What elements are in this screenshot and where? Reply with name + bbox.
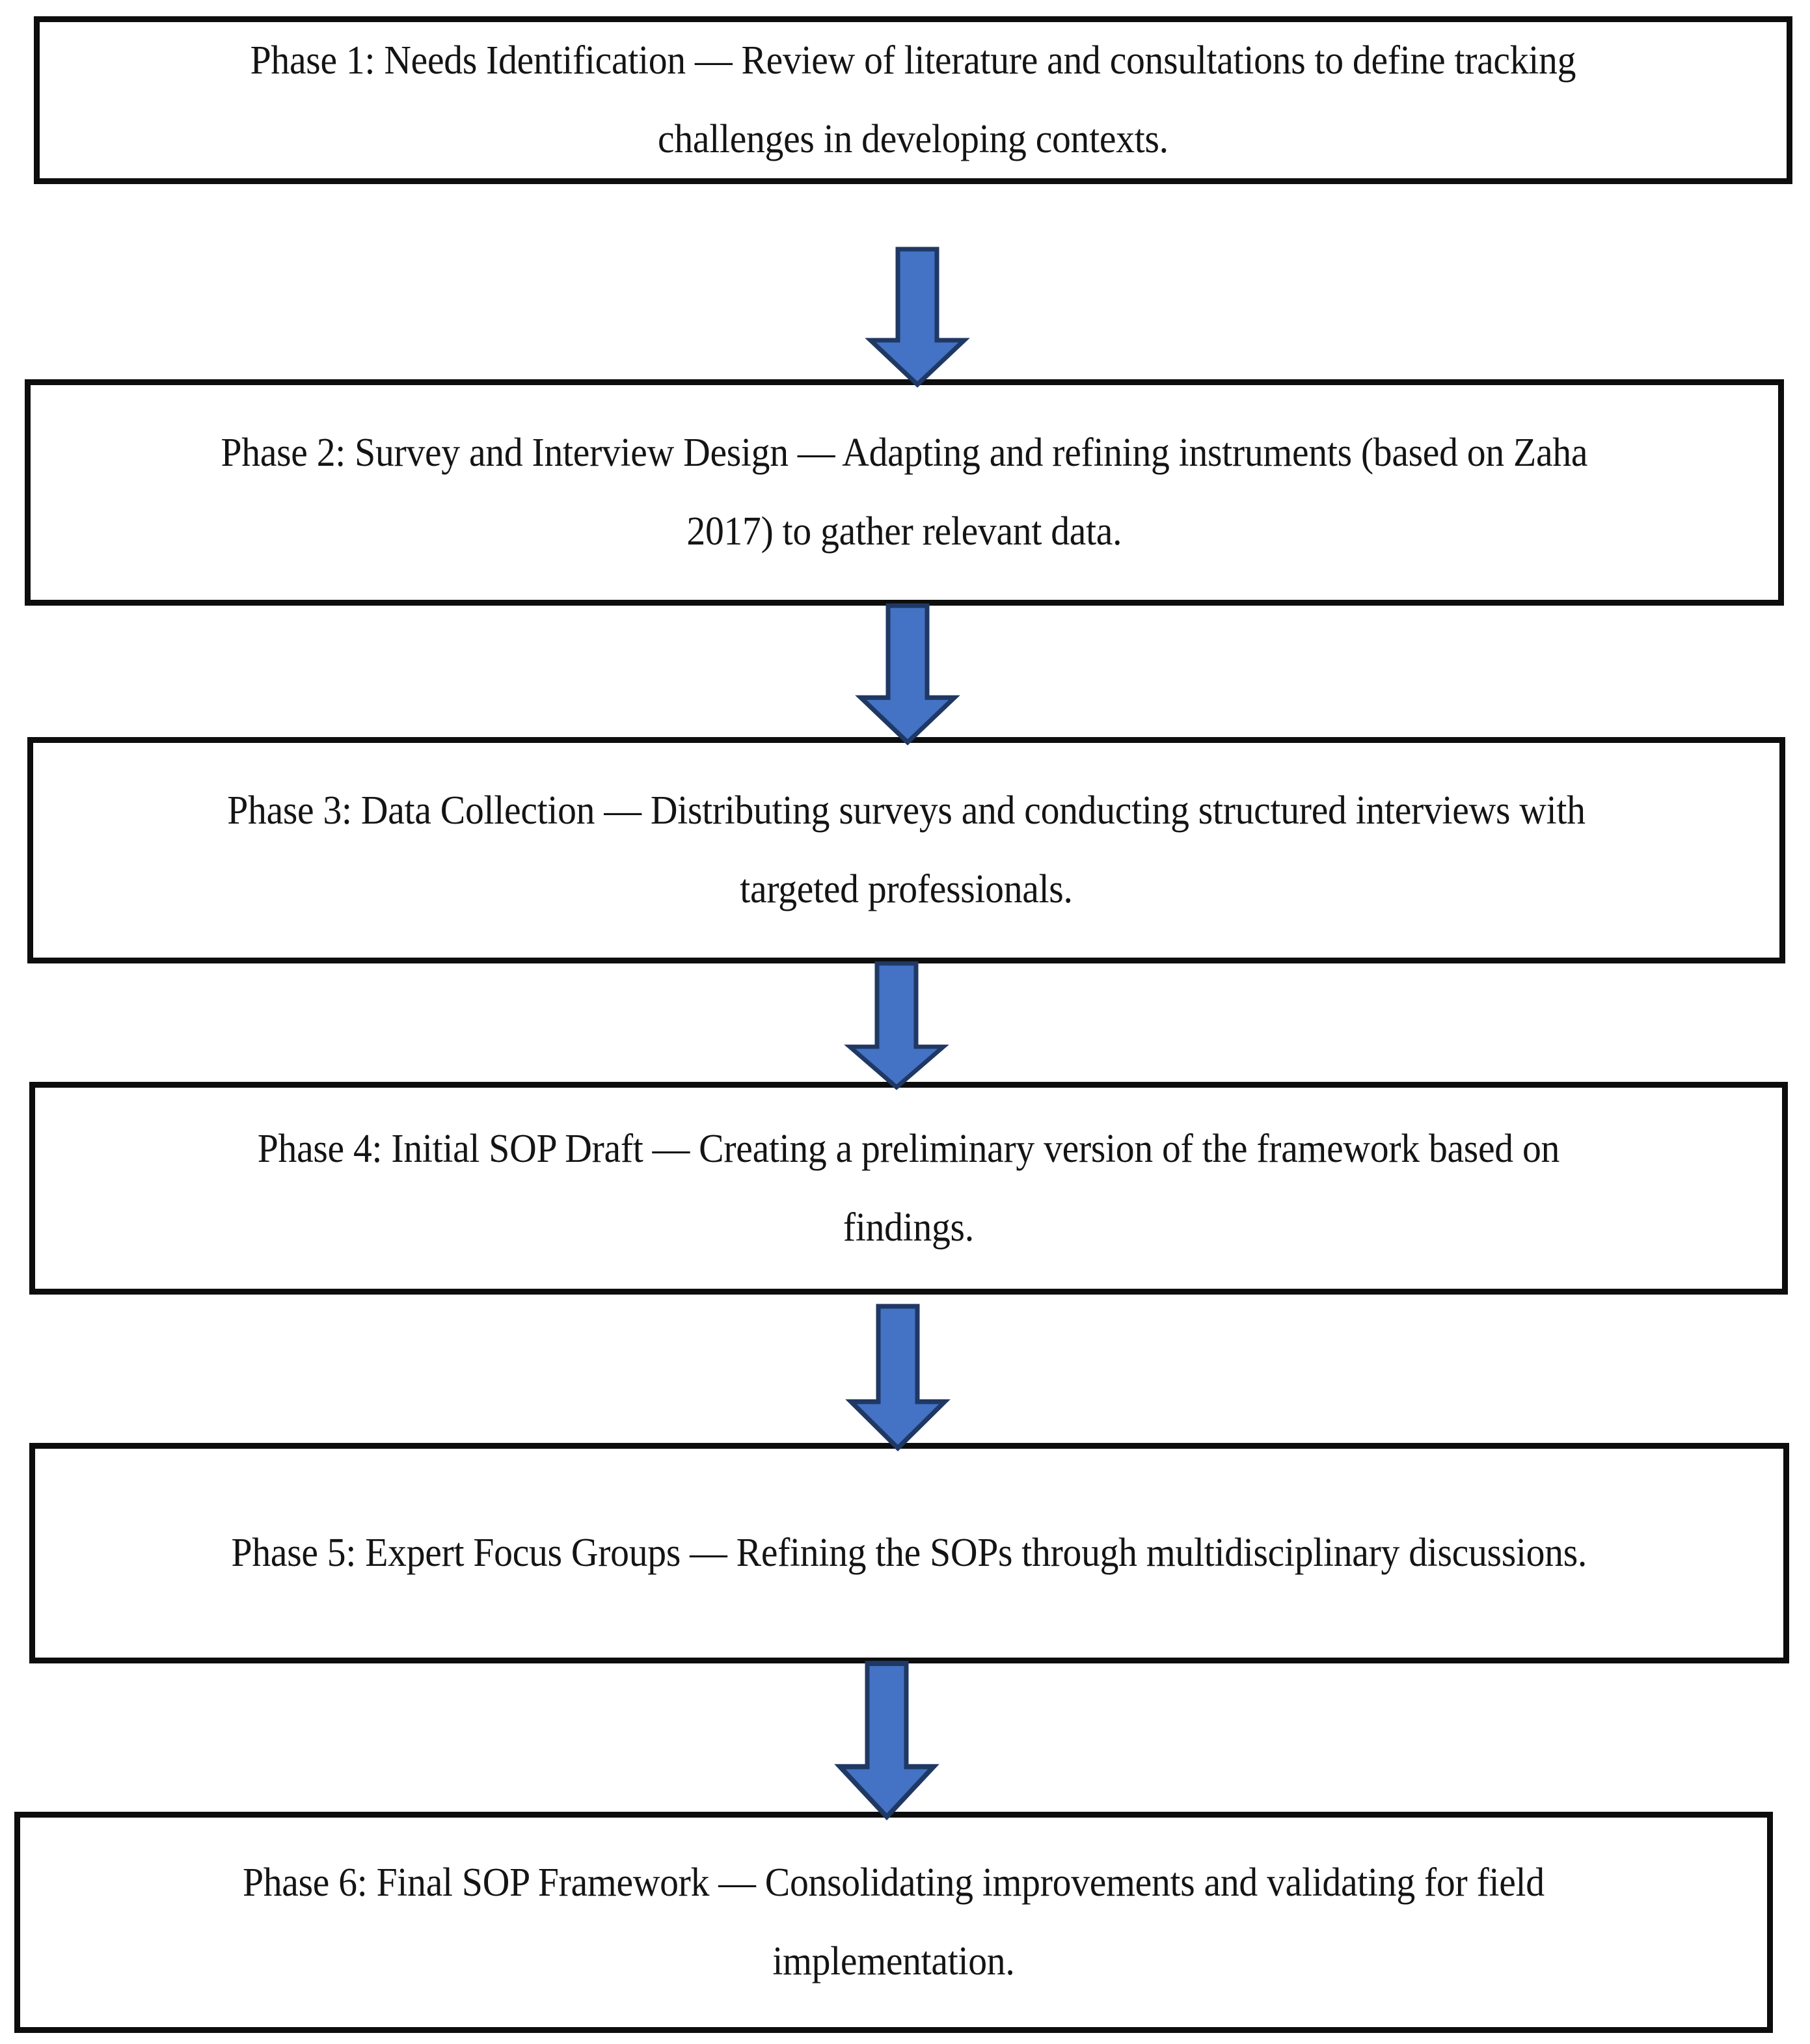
phase-box-6-label: Phase 6: Final SOP Framework — Consolida…: [243, 1861, 1545, 1983]
down-arrow-icon-phase4-to-phase5: [845, 1304, 951, 1451]
phase-box-1-label: Phase 1: Needs Identification — Review o…: [250, 38, 1576, 161]
phase-box-5-label: Phase 5: Expert Focus Groups — Refining …: [231, 1531, 1587, 1576]
phase-box-2[interactable]: Phase 2: Survey and Interview Design — A…: [25, 379, 1784, 606]
phase-box-4[interactable]: Phase 4: Initial SOP Draft — Creating a …: [29, 1082, 1788, 1295]
down-arrow-icon-phase5-to-phase6: [834, 1661, 939, 1821]
down-arrow-icon-phase2-to-phase3: [855, 603, 960, 746]
phase-box-6[interactable]: Phase 6: Final SOP Framework — Consolida…: [14, 1812, 1773, 2033]
down-arrow-icon-phase3-to-phase4: [844, 961, 949, 1090]
phase-box-2-label: Phase 2: Survey and Interview Design — A…: [221, 431, 1588, 554]
phase-box-4-label: Phase 4: Initial SOP Draft — Creating a …: [257, 1126, 1560, 1250]
phase-box-5[interactable]: Phase 5: Expert Focus Groups — Refining …: [29, 1443, 1789, 1663]
phase-box-3[interactable]: Phase 3: Data Collection — Distributing …: [27, 737, 1785, 963]
phase-box-1[interactable]: Phase 1: Needs Identification — Review o…: [34, 16, 1792, 184]
down-arrow-icon-phase1-to-phase2: [865, 247, 970, 388]
phase-box-3-label: Phase 3: Data Collection — Distributing …: [227, 788, 1586, 911]
